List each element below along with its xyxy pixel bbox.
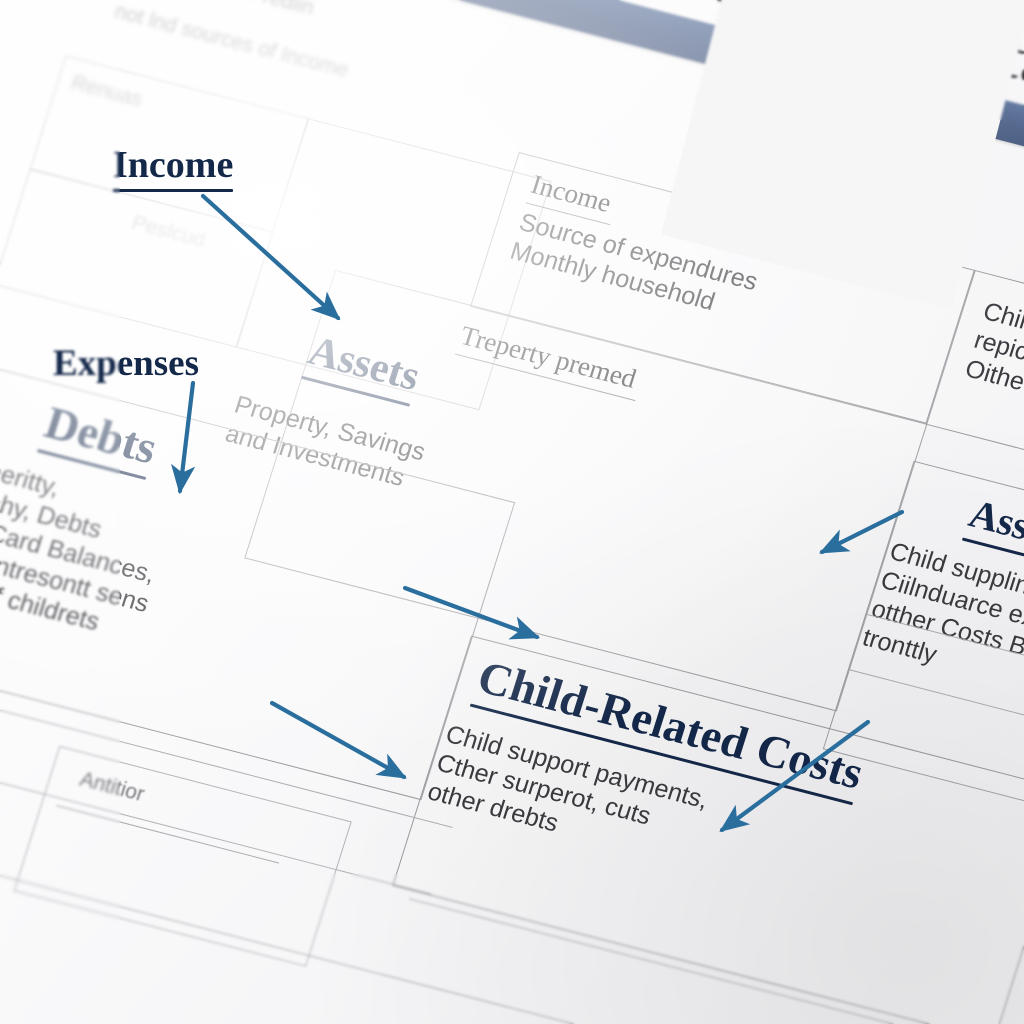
footer-box	[13, 745, 352, 967]
annotation-label-income-text: Income	[113, 144, 234, 186]
annotation-label-expenses: Expenses	[53, 342, 199, 385]
annotation-label-income-underline	[113, 189, 234, 192]
annotation-label-expenses-text: Expenses	[53, 343, 199, 384]
annotation-label-income: Income	[113, 143, 234, 192]
